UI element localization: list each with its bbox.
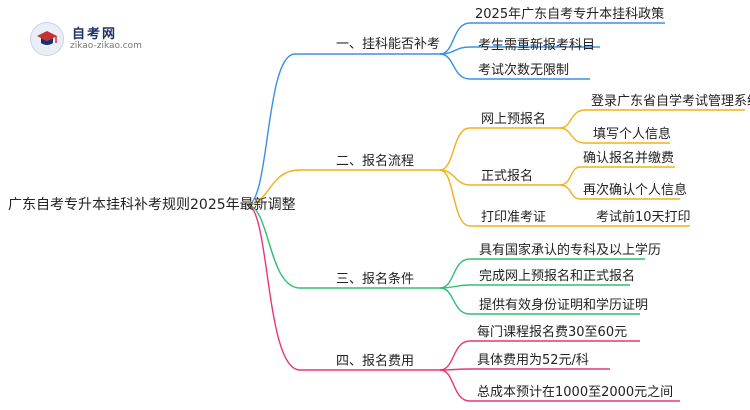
branch-2-step-1-item-1: 登录广东省自学考试管理系统: [591, 94, 750, 109]
branch-4-connectors: [246, 204, 680, 402]
branch-1-item-1: 2025年广东自考专升本挂科政策: [475, 7, 665, 22]
branch-4-title: 四、报名费用: [336, 354, 415, 369]
branch-3-title: 三、报名条件: [336, 272, 415, 287]
branch-1-title: 一、挂科能否补考: [336, 37, 441, 52]
graduation-cap-icon: [30, 22, 64, 56]
root-topic: 广东自考专升本挂科补考规则2025年最新调整: [8, 197, 296, 213]
site-logo: 自考网 zikao-zikao.com: [30, 22, 180, 56]
branch-4-item-1: 每门课程报名费30至60元: [477, 325, 628, 340]
logo-title: 自考网: [72, 27, 118, 42]
branch-3-item-3: 提供有效身份证明和学历证明: [479, 298, 649, 313]
branch-2-step-3: 打印准考证: [481, 210, 547, 225]
branch-2-step-2-item-2: 再次确认个人信息: [583, 183, 688, 198]
branch-3-item-1: 具有国家承认的专科及以上学历: [479, 243, 662, 258]
branch-3-connectors: [246, 204, 645, 315]
branch-3-item-2: 完成网上预报名和正式报名: [479, 269, 636, 284]
branch-2-step-2-item-1: 确认报名并缴费: [583, 151, 675, 166]
branch-2-step-2: 正式报名: [481, 169, 534, 184]
branch-1-item-3: 考试次数无限制: [478, 63, 570, 78]
branch-4-item-2: 具体费用为52元/科: [477, 353, 589, 368]
branch-1-item-2: 考生需重新报考科目: [478, 38, 596, 53]
branch-2-connectors: [246, 109, 745, 227]
branch-4-item-3: 总成本预计在1000至2000元之间: [477, 385, 674, 400]
branch-1-connectors: [246, 22, 665, 206]
logo-url: zikao-zikao.com: [70, 41, 142, 51]
branch-2-step-1: 网上预报名: [481, 112, 547, 127]
branch-2-step-1-item-2: 填写个人信息: [593, 127, 672, 142]
branch-2-title: 二、报名流程: [336, 154, 415, 169]
branch-2-step-3-item-1: 考试前10天打印: [596, 210, 691, 225]
